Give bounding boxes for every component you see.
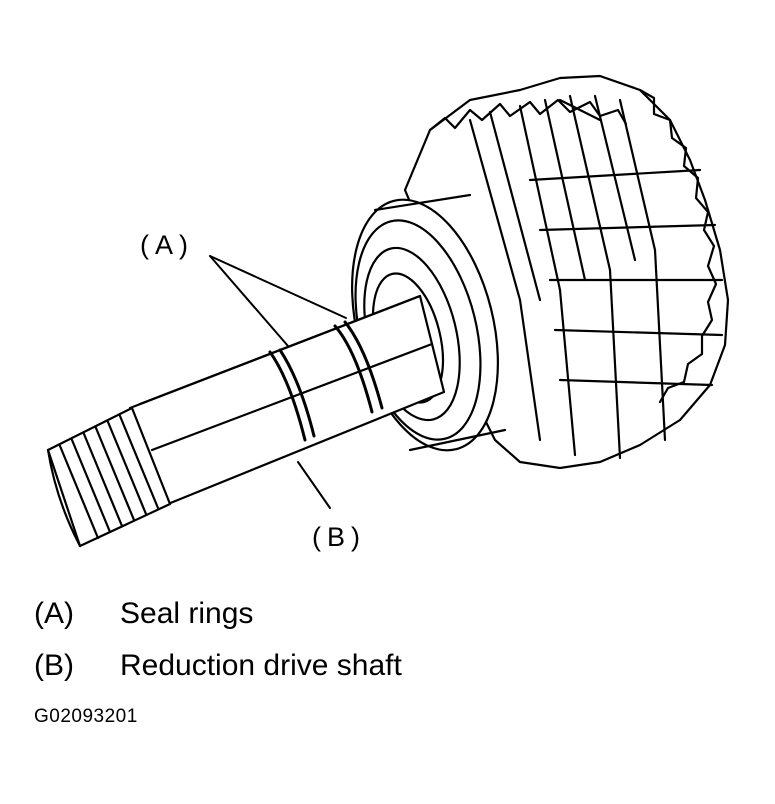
legend: (A) Seal rings (B) Reduction drive shaft: [34, 588, 402, 692]
legend-text: Reduction drive shaft: [120, 649, 402, 682]
callout-b: (B): [312, 522, 366, 552]
legend-key: (B): [34, 649, 74, 682]
legend-row: (B) Reduction drive shaft: [34, 640, 402, 692]
seal-rings: [268, 320, 384, 442]
legend-text: Seal rings: [120, 597, 254, 630]
splined-end: [46, 406, 172, 548]
reduction-drive-shaft: [128, 294, 446, 506]
shaft-assembly-illustration: (A) (B): [46, 74, 730, 552]
figure-id: G02093201: [34, 706, 138, 727]
callout-a: (A): [140, 230, 194, 260]
leader-lines: [209, 255, 347, 509]
legend-row: (A) Seal rings: [34, 588, 402, 640]
legend-key: (A): [34, 597, 74, 630]
